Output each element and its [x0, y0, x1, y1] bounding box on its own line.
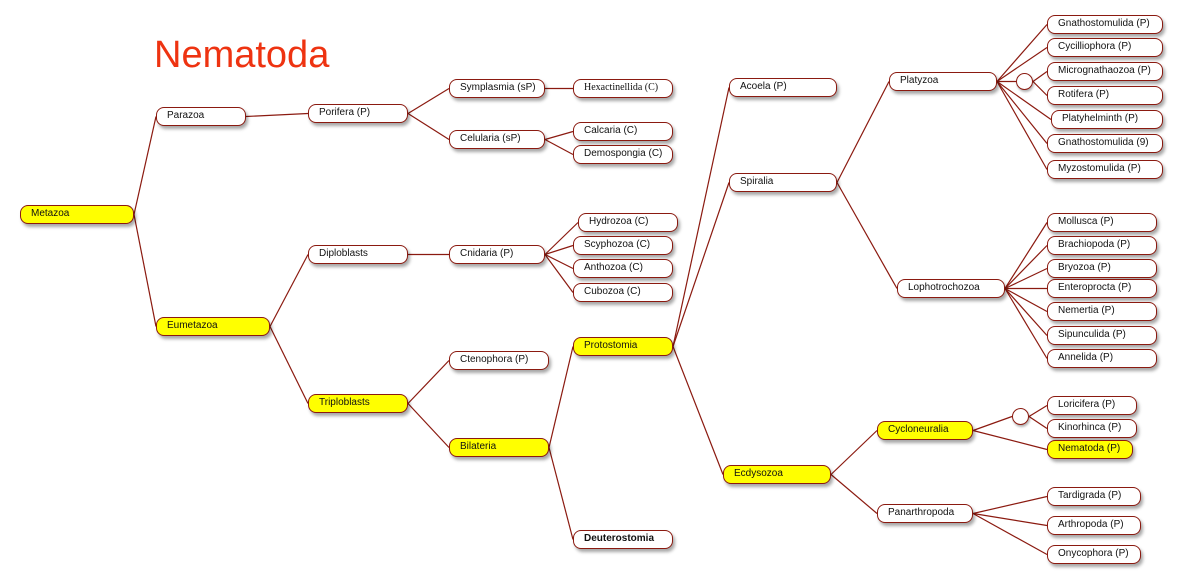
edge-panarthropoda-tardigrada — [972, 495, 1048, 515]
edge-metazoa-eumetazoa — [133, 214, 157, 327]
taxon-node-cycliophora: Cycilliophora (P) — [1047, 38, 1163, 57]
cycloneuralia-junction-circle — [1012, 408, 1029, 425]
taxon-node-lophotrochozoa: Lophotrochozoa — [897, 279, 1005, 298]
edge-eumetazoa-triploblasts — [269, 326, 309, 404]
platyzoa-junction-circle — [1016, 73, 1033, 90]
edge-lophotrochozoa-brachiopoda — [1004, 245, 1048, 289]
edge-cnidaria-scyphozoa — [544, 244, 574, 256]
edge-parazoa-porifera — [245, 112, 309, 118]
edge-triploblasts-ctenophora — [407, 360, 450, 404]
edge-platyzoa-platyhelminth — [996, 81, 1052, 120]
taxon-node-tardigrada: Tardigrada (P) — [1047, 487, 1141, 506]
taxon-node-cnidaria: Cnidaria (P) — [449, 245, 545, 264]
taxon-node-gnathostomulida2: Gnathostomulida (9) — [1047, 134, 1163, 153]
edge-ecdysozoa-panarthropoda — [830, 474, 878, 514]
edge-bilateria-deuterostomia — [548, 447, 574, 540]
edge-platyzoa-myzostomulida — [996, 81, 1048, 170]
taxon-node-loricifera: Loricifera (P) — [1047, 396, 1137, 415]
edge-lophotrochozoa-annelida — [1004, 288, 1048, 359]
taxon-node-porifera: Porifera (P) — [308, 104, 408, 123]
taxon-node-enteroprocta: Enteroprocta (P) — [1047, 279, 1157, 298]
edge-eumetazoa-diploblasts — [269, 254, 309, 327]
taxon-node-nematoda: Nematoda (P) — [1047, 440, 1133, 459]
taxon-node-bilateria: Bilateria — [449, 438, 549, 457]
taxon-node-sipunculida: Sipunculida (P) — [1047, 326, 1157, 345]
taxon-node-micrognathozoa: Micrognathaozoa (P) — [1047, 62, 1163, 81]
taxon-node-demospongia: Demospongia (C) — [573, 145, 673, 164]
edge-bilateria-protostomia — [548, 346, 574, 448]
edge-ecdysozoa-cycloneuralia — [830, 430, 878, 475]
taxon-node-triploblasts: Triploblasts — [308, 394, 408, 413]
taxon-node-ctenophora: Ctenophora (P) — [449, 351, 549, 370]
edge-triploblasts-bilateria — [407, 403, 450, 448]
edge-metazoa-parazoa — [133, 116, 157, 215]
taxon-node-spiralia: Spiralia — [729, 173, 837, 192]
taxon-node-celularia: Celularia (sP) — [449, 130, 545, 149]
edge-lophotrochozoa-mollusca — [1004, 222, 1048, 289]
edge-porifera-symplasmia — [407, 87, 450, 115]
edge-platyzoa-cycliophora — [996, 47, 1048, 82]
edge-protostomia-acoela — [672, 87, 730, 347]
taxon-node-gnathostomulida1: Gnathostomulida (P) — [1047, 15, 1163, 34]
edge-spiralia-lophotrochozoa — [836, 182, 898, 289]
taxon-node-scyphozoa: Scyphozoa (C) — [573, 236, 673, 255]
edge-panarthropoda-arthropoda — [972, 512, 1048, 527]
taxon-node-panarthropoda: Panarthropoda — [877, 504, 973, 523]
taxon-node-hexactinellida: Hexactinellida (C) — [573, 79, 673, 98]
taxon-node-mollusca: Mollusca (P) — [1047, 213, 1157, 232]
edge-cnidaria-anthozoa — [544, 253, 574, 270]
edge-platyzoa-junction-rotifera — [1032, 81, 1048, 96]
taxon-node-brachiopoda: Brachiopoda (P) — [1047, 236, 1157, 255]
edge-porifera-celularia — [407, 112, 450, 141]
edge-cnidaria-cubozoa — [544, 254, 574, 293]
edge-cycloneuralia-cycloneuralia-junction — [972, 415, 1013, 432]
taxon-node-onycophora: Onycophora (P) — [1047, 545, 1141, 564]
taxon-node-bryozoa: Bryozoa (P) — [1047, 259, 1157, 278]
taxon-node-ecdysozoa: Ecdysozoa — [723, 465, 831, 484]
edge-celularia-calcaria — [544, 130, 574, 141]
taxon-node-platyzoa: Platyzoa — [889, 72, 997, 91]
taxon-node-anthozoa: Anthozoa (C) — [573, 259, 673, 278]
taxon-node-acoela: Acoela (P) — [729, 78, 837, 97]
taxon-node-nemertia: Nemertia (P) — [1047, 302, 1157, 321]
taxon-node-cycloneuralia: Cycloneuralia — [877, 421, 973, 440]
taxon-node-calcaria: Calcaria (C) — [573, 122, 673, 141]
edge-lophotrochozoa-sipunculida — [1004, 288, 1048, 336]
taxon-node-arthropoda: Arthropoda (P) — [1047, 516, 1141, 535]
taxon-node-platyhelminth: Platyhelminth (P) — [1051, 110, 1163, 129]
edge-cycloneuralia-junction-kinorhinca — [1028, 416, 1048, 429]
edge-lophotrochozoa-nemertia — [1004, 287, 1048, 313]
edge-protostomia-spiralia — [672, 182, 730, 347]
taxon-node-protostomia: Protostomia — [573, 337, 673, 356]
taxon-node-rotifera: Rotifera (P) — [1047, 86, 1163, 105]
edge-celularia-demospongia — [544, 138, 574, 156]
diagram-title: Nematoda — [154, 34, 330, 76]
taxon-node-annelida: Annelida (P) — [1047, 349, 1157, 368]
taxon-node-eumetazoa: Eumetazoa — [156, 317, 270, 336]
taxon-node-hydrozoa: Hydrozoa (C) — [578, 213, 678, 232]
taxon-node-myzostomulida: Myzostomulida (P) — [1047, 160, 1163, 179]
edge-platyzoa-junction-micrognathozoa — [1032, 71, 1048, 82]
edge-cycloneuralia-nematoda — [972, 429, 1048, 451]
edge-protostomia-ecdysozoa — [672, 346, 724, 475]
taxon-node-diploblasts: Diploblasts — [308, 245, 408, 264]
edge-spiralia-platyzoa — [836, 81, 890, 183]
edge-lophotrochozoa-bryozoa — [1004, 267, 1048, 290]
taxon-node-kinorhinca: Kinorhinca (P) — [1047, 419, 1137, 438]
taxon-node-symplasmia: Symplasmia (sP) — [449, 79, 545, 98]
edge-platyzoa-gnathostomulida1 — [996, 24, 1048, 82]
edge-cycloneuralia-junction-loricifera — [1028, 404, 1048, 418]
edge-cnidaria-hydrozoa — [544, 222, 579, 255]
edge-platyzoa-gnathostomulida2 — [996, 81, 1048, 144]
taxon-node-parazoa: Parazoa — [156, 107, 246, 126]
taxon-node-metazoa: Metazoa — [20, 205, 134, 224]
taxon-node-deuterostomia: Deuterostomia — [573, 530, 673, 549]
edge-panarthropoda-onycophora — [972, 512, 1048, 556]
taxon-node-cubozoa: Cubozoa (C) — [573, 283, 673, 302]
